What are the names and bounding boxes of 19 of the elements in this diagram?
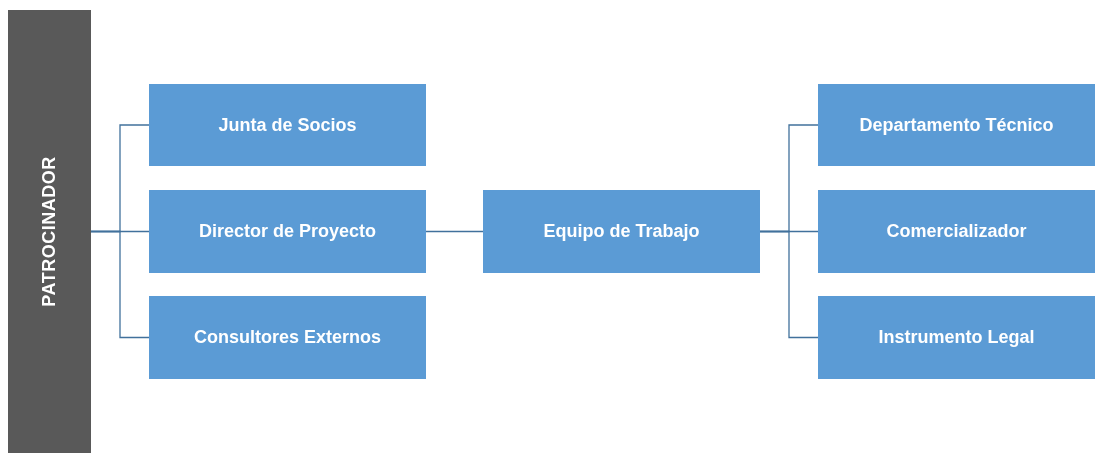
connector-line xyxy=(759,230,819,339)
role-label: Comercializador xyxy=(886,221,1027,242)
sponsor-label: PATROCINADOR xyxy=(39,156,60,307)
connector-line xyxy=(90,230,150,339)
role-label: Junta de Socios xyxy=(218,114,357,136)
role-box xyxy=(149,190,426,273)
role-label: Director de Proyecto xyxy=(198,221,377,242)
role-box xyxy=(149,84,426,166)
sponsor-bar xyxy=(8,10,91,453)
role-box xyxy=(818,296,1095,379)
role-label: Departamento Técnico xyxy=(859,114,1054,136)
role-label: Instrumento Legal xyxy=(878,327,1035,348)
role-box xyxy=(149,296,426,379)
connector-line xyxy=(425,230,484,233)
role-box xyxy=(818,190,1095,273)
role-label: Equipo de Trabajo xyxy=(543,221,700,242)
role-box xyxy=(483,190,760,273)
role-box xyxy=(818,84,1095,166)
role-label: Consultores Externos xyxy=(193,327,381,348)
